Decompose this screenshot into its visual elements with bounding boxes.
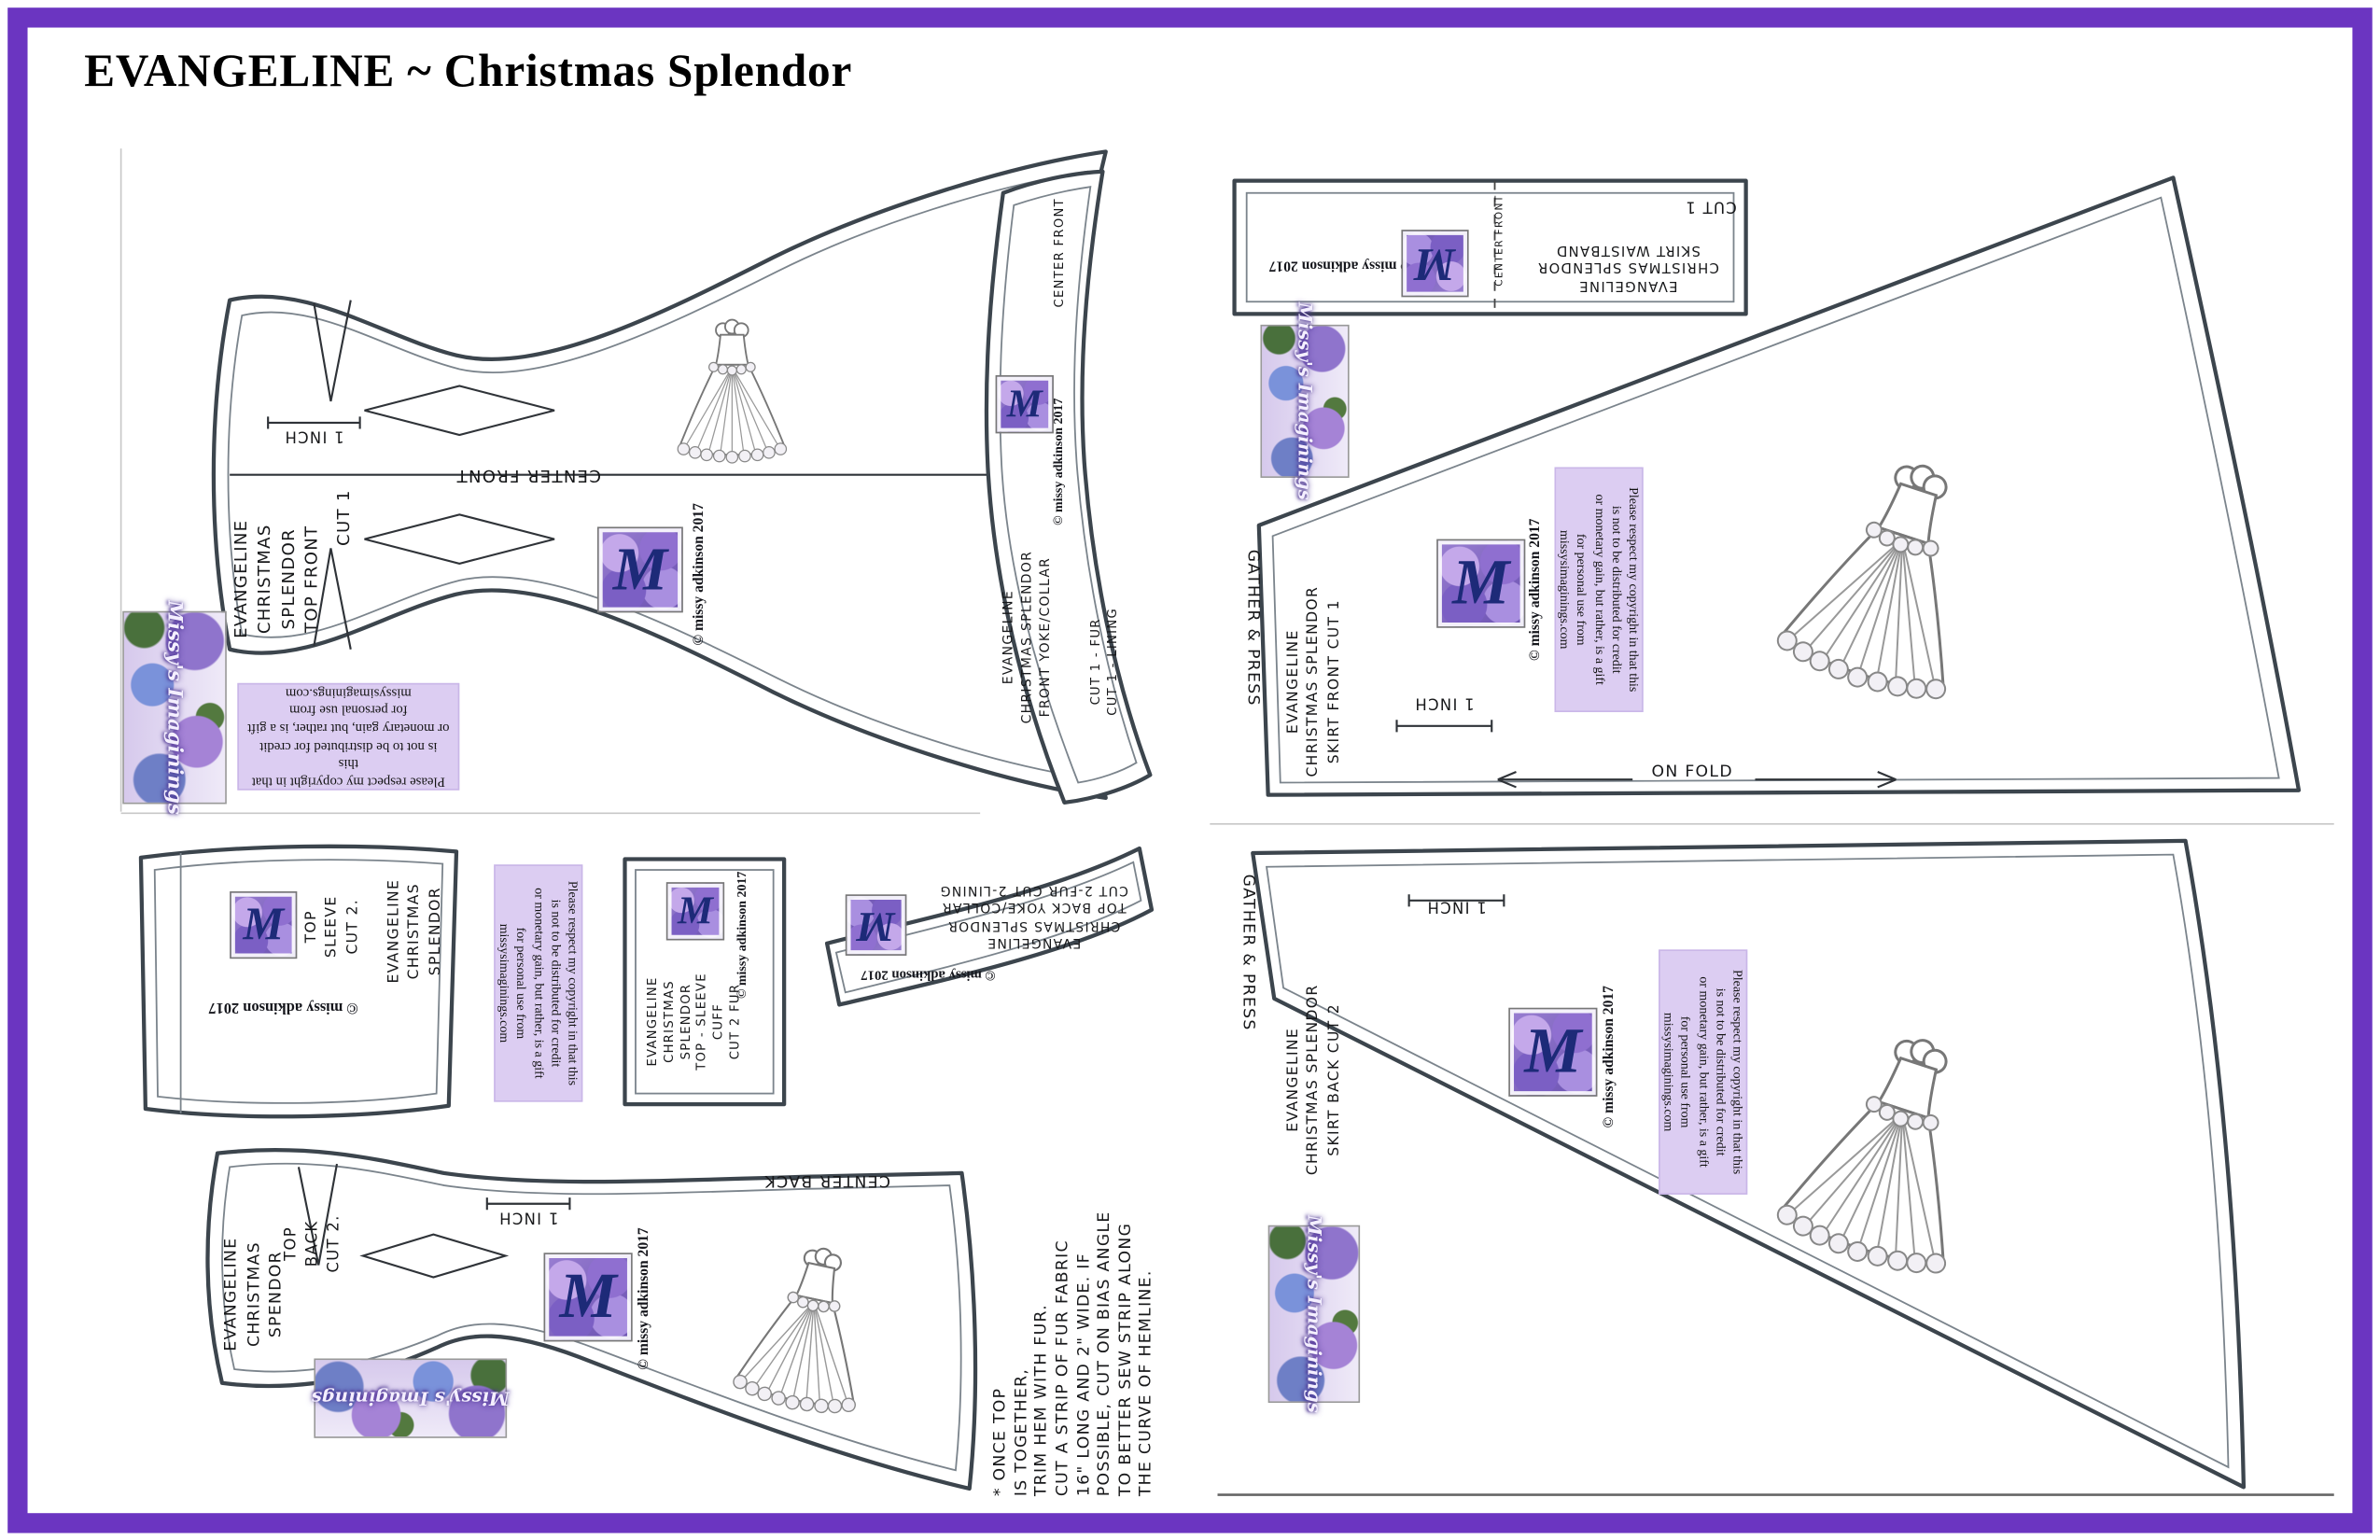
monogram-logo-skirt-back: M [1508, 1007, 1598, 1097]
top-front-center-front-label: CENTER FRONT [455, 465, 601, 486]
skirt-front-outline [1256, 175, 2302, 797]
front-yoke-outline [984, 169, 1153, 805]
copyright-notice-skirt-front: Please respect my copyright in that this… [1554, 467, 1644, 713]
skirt-back-seamline [1265, 853, 2230, 1469]
monogram-m: M [612, 534, 668, 604]
monogram-logo-waistband: M [1401, 230, 1469, 298]
skirt-front-inch-bracket [1395, 720, 1493, 733]
skirt-front-fold-arrows [1497, 771, 1897, 789]
page-title: EVANGELINE ~ Christmas Splendor [84, 46, 853, 97]
top-front-inch-bracket [267, 416, 361, 429]
monogram-m: M [1414, 238, 1456, 290]
skirt-back-inch-bracket [1407, 894, 1505, 907]
skirt-back-label: EVANGELINE CHRISTMAS SPLENDOR SKIRT BACK… [1284, 984, 1343, 1176]
studio-name: Missy's Imaginings [162, 600, 187, 815]
top-front-cut-label: CUT 1 [333, 489, 355, 546]
skirt-back-one-inch-label: 1 INCH [1426, 897, 1487, 915]
skirt-back-outline [1251, 838, 2247, 1490]
waistband-seamline [1245, 191, 1735, 303]
skirt-front-gather-label: GATHER & PRESS [1243, 549, 1263, 707]
top-back-seamline [221, 1162, 962, 1472]
top-front-dart-upper [364, 385, 555, 437]
monogram-m: M [1006, 381, 1043, 427]
monogram-logo-skirt-front: M [1436, 539, 1526, 628]
monogram-logo-cuff: M [665, 882, 725, 941]
waistband-outline [1232, 178, 1748, 316]
front-yoke-label: EVANGELINE CHRISTMAS SPLENDOR FRONT YOKE… [1001, 550, 1054, 724]
skirt-front-label: EVANGELINE CHRISTMAS SPLENDOR SKIRT FRON… [1284, 585, 1343, 777]
studio-name: Missy's Imaginings [1303, 1214, 1325, 1413]
front-yoke-cut-label: CUT 1 - FUR CUT 1 - LINING [1088, 608, 1120, 716]
top-front-one-inch-label: 1 INCH [284, 427, 344, 444]
back-yoke-label: EVANGELINE CHRISTMAS SPLENDOR TOP BACK Y… [939, 881, 1128, 950]
top-back-inch-bracket [485, 1197, 571, 1211]
skirt-front-seamline [1271, 196, 2280, 784]
credit-skirt-front: © missy adkinson 2017 [1528, 518, 1545, 661]
top-back-one-inch-label: 1 INCH [497, 1208, 559, 1225]
monogram-m: M [243, 899, 285, 950]
studio-name: Missy's Imaginings [311, 1387, 510, 1409]
monogram-m: M [559, 1262, 617, 1333]
missys-imaginings-logo-top-left: Missy's Imaginings [122, 600, 227, 815]
top-back-notch [297, 1163, 339, 1266]
waistband-center-front-label: CENTER FRONT [1492, 194, 1506, 287]
monogram-m: M [1452, 548, 1510, 619]
top-back-dart [359, 1233, 510, 1279]
fur-trim-note: * ONCE TOP IS TOGETHER, TRIM HEM WITH FU… [990, 1211, 1156, 1497]
monogram-logo-top-front: M [596, 526, 683, 613]
skirt-front-on-fold-label: ON FOLD [1651, 763, 1733, 781]
sleeve-label: EVANGELINE CHRISTMAS SPLENDOR [385, 878, 444, 984]
dress-illustration-top-front [655, 314, 808, 464]
monogram-m: M [677, 888, 713, 933]
credit-sleeve: © missy adkinson 2017 [208, 998, 358, 1015]
copyright-notice-skirt-back: Please respect my copyright in that this… [1659, 949, 1748, 1195]
monogram-m: M [857, 902, 896, 950]
credit-back-yoke: © missy adkinson 2017 [861, 968, 996, 984]
credit-waistband: © missy adkinson 2017 [1268, 257, 1412, 273]
skirt-back-gather-label: GATHER & PRESS [1239, 874, 1258, 1031]
cuff-label: EVANGELINE CHRISTMAS SPLENDOR TOP - SLEE… [645, 973, 742, 1071]
credit-front-yoke: © missy adkinson 2017 [1049, 398, 1066, 525]
monogram-logo-back-yoke: M [845, 894, 907, 956]
front-yoke-center-front-label: CENTER FRONT [1052, 198, 1067, 308]
sleeve-outline [138, 844, 459, 1119]
top-back-label: EVANGELINE CHRISTMAS SPENDOR [221, 1237, 286, 1351]
copyright-notice-top-front: Please respect my copyright in that this… [237, 682, 460, 791]
sleeve-sub-label: TOP SLEEVE CUT 2. [302, 895, 361, 959]
top-back-center-back-label: CENTER BACK [763, 1171, 890, 1190]
top-back-sub-label: TOP BACK CUT 2. [283, 1214, 343, 1273]
skirt-front-one-inch-label: 1 INCH [1414, 693, 1475, 711]
front-yoke-seamline [999, 186, 1138, 784]
credit-skirt-back: © missy adkinson 2017 [1602, 986, 1617, 1128]
missys-imaginings-logo-skirt-front: Missy's Imaginings [1260, 302, 1350, 500]
studio-name: Missy's Imaginings [1294, 301, 1316, 500]
monogram-logo-sleeve: M [230, 891, 298, 959]
monogram-logo-top-back: M [543, 1253, 633, 1342]
copyright-notice-sleeve: Please respect my copyright in that this… [494, 864, 583, 1102]
waistband-label: EVANGELINE CHRISTMAS SPLENDOR SKIRT WAIS… [1536, 241, 1719, 293]
top-front-notch-upper [313, 300, 352, 402]
monogram-logo-front-yoke: M [995, 375, 1054, 434]
back-yoke-seamline [834, 861, 1142, 994]
missys-imaginings-logo-skirt-back: Missy's Imaginings [1267, 1215, 1361, 1413]
credit-top-back: © missy adkinson 2017 [637, 1227, 653, 1370]
top-front-dart-lower [364, 513, 555, 565]
credit-top-front: © missy adkinson 2017 [692, 503, 708, 646]
top-front-notch-lower [313, 548, 352, 650]
cuff-seamline [635, 869, 775, 1095]
missys-imaginings-logo-top-back: Missy's Imaginings [311, 1358, 510, 1438]
sleeve-seamline [153, 859, 444, 1104]
monogram-m: M [1524, 1016, 1582, 1088]
waistband-cut-label: CUT 1 [1685, 197, 1737, 215]
